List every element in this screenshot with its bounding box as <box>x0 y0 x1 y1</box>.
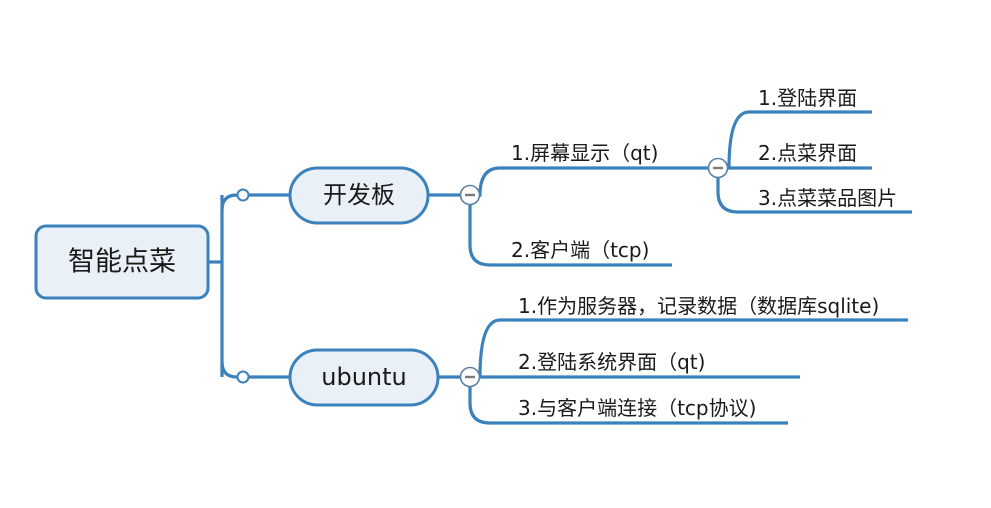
junction-dot-kaifaban <box>236 188 250 202</box>
junction-dot-ubuntu <box>236 370 250 384</box>
collapse-toggle-ubuntu[interactable] <box>459 366 481 388</box>
root-node-box[interactable] <box>34 224 210 300</box>
branch-label-screen-display: 1.屏幕显示（qt) <box>511 141 658 165</box>
leaf-label-login-ui: 1.登陆界面 <box>758 86 857 110</box>
connector-root-to-ubuntu <box>220 361 290 379</box>
connector-ubuntu-branch3 <box>468 386 788 425</box>
connector-kaifaban-branch1 <box>478 166 686 197</box>
branch-label-client-connection: 3.与客户端连接（tcp协议) <box>518 396 756 420</box>
leaf-label-order-ui: 2.点菜界面 <box>758 141 857 165</box>
branch-label-login-system-ui: 2.登陆系统界面（qt) <box>518 350 705 374</box>
branch-label-server-record-data: 1.作为服务器，记录数据（数据库sqlite) <box>518 294 879 318</box>
node-kaifaban-label: 开发板 <box>323 181 395 209</box>
node-kaifaban[interactable]: 开发板 <box>288 166 430 225</box>
connector-leaf-login-ui <box>727 110 872 170</box>
collapse-toggle-screen-display[interactable] <box>707 157 729 179</box>
node-ubuntu-label: ubuntu <box>321 363 407 391</box>
branch-label-client-tcp: 2.客户端（tcp) <box>511 238 649 262</box>
root-node-label: 智能点菜 <box>68 247 176 278</box>
connector-leaf-dish-image <box>716 177 912 214</box>
node-ubuntu[interactable]: ubuntu <box>288 348 440 407</box>
connector-kaifaban-branch2 <box>468 203 672 267</box>
leaf-label-dish-image: 3.点菜菜品图片 <box>758 186 897 210</box>
screen-display-branch-connectors <box>686 110 912 214</box>
root-node[interactable]: 智能点菜 <box>34 224 210 300</box>
root-branch-connectors <box>208 188 290 384</box>
connector-root-to-kaifaban <box>220 193 290 211</box>
collapse-toggle-kaifaban[interactable] <box>459 184 481 206</box>
